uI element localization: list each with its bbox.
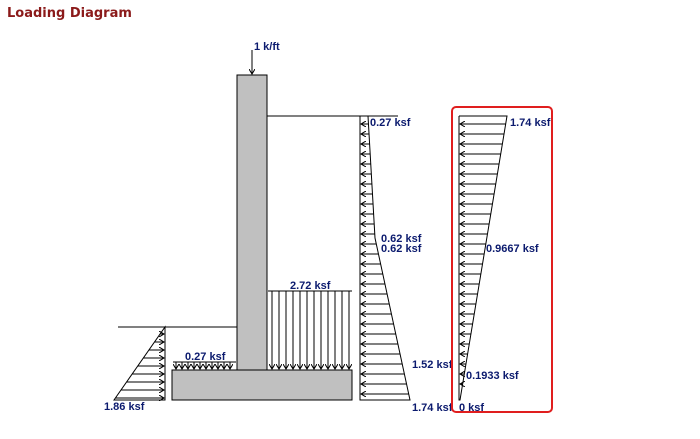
page-title: Loading Diagram	[7, 6, 132, 21]
toe-surcharge-load	[176, 362, 230, 369]
passive-outline	[113, 325, 166, 401]
backfill-pressure-diagram	[361, 124, 409, 394]
backfill-outline	[359, 115, 411, 401]
backfill-top-label: 0.27 ksf	[370, 117, 411, 129]
backfill-heel-label: 1.52 ksf	[412, 359, 453, 371]
wall-stem	[236, 74, 268, 371]
footing	[171, 369, 353, 401]
highlighted-load-diagram	[460, 124, 506, 384]
top-load-label: 1 k/ft	[254, 41, 280, 53]
backfill-mid-label-a: 0.62 ksf	[381, 233, 422, 245]
hl-low-label: 0.1933 ksf	[466, 370, 519, 382]
passive-pressure-diagram	[115, 334, 164, 398]
backfill-mid-label-b: 0.62 ksf	[381, 243, 422, 255]
highlighted-outline	[458, 115, 508, 401]
hl-bottom-label: 0 ksf	[459, 402, 484, 414]
hl-mid-label: 0.9667 ksf	[486, 243, 539, 255]
heel-surcharge-load	[272, 291, 349, 369]
toe-surcharge-label: 0.27 ksf	[185, 351, 226, 363]
surcharge-label: 2.72 ksf	[290, 280, 331, 292]
passive-bottom-label: 1.86 ksf	[104, 401, 145, 413]
highlight-box[interactable]	[451, 106, 553, 413]
hl-top-label: 1.74 ksf	[510, 117, 551, 129]
backfill-bottom-label: 1.74 ksf	[412, 402, 453, 414]
